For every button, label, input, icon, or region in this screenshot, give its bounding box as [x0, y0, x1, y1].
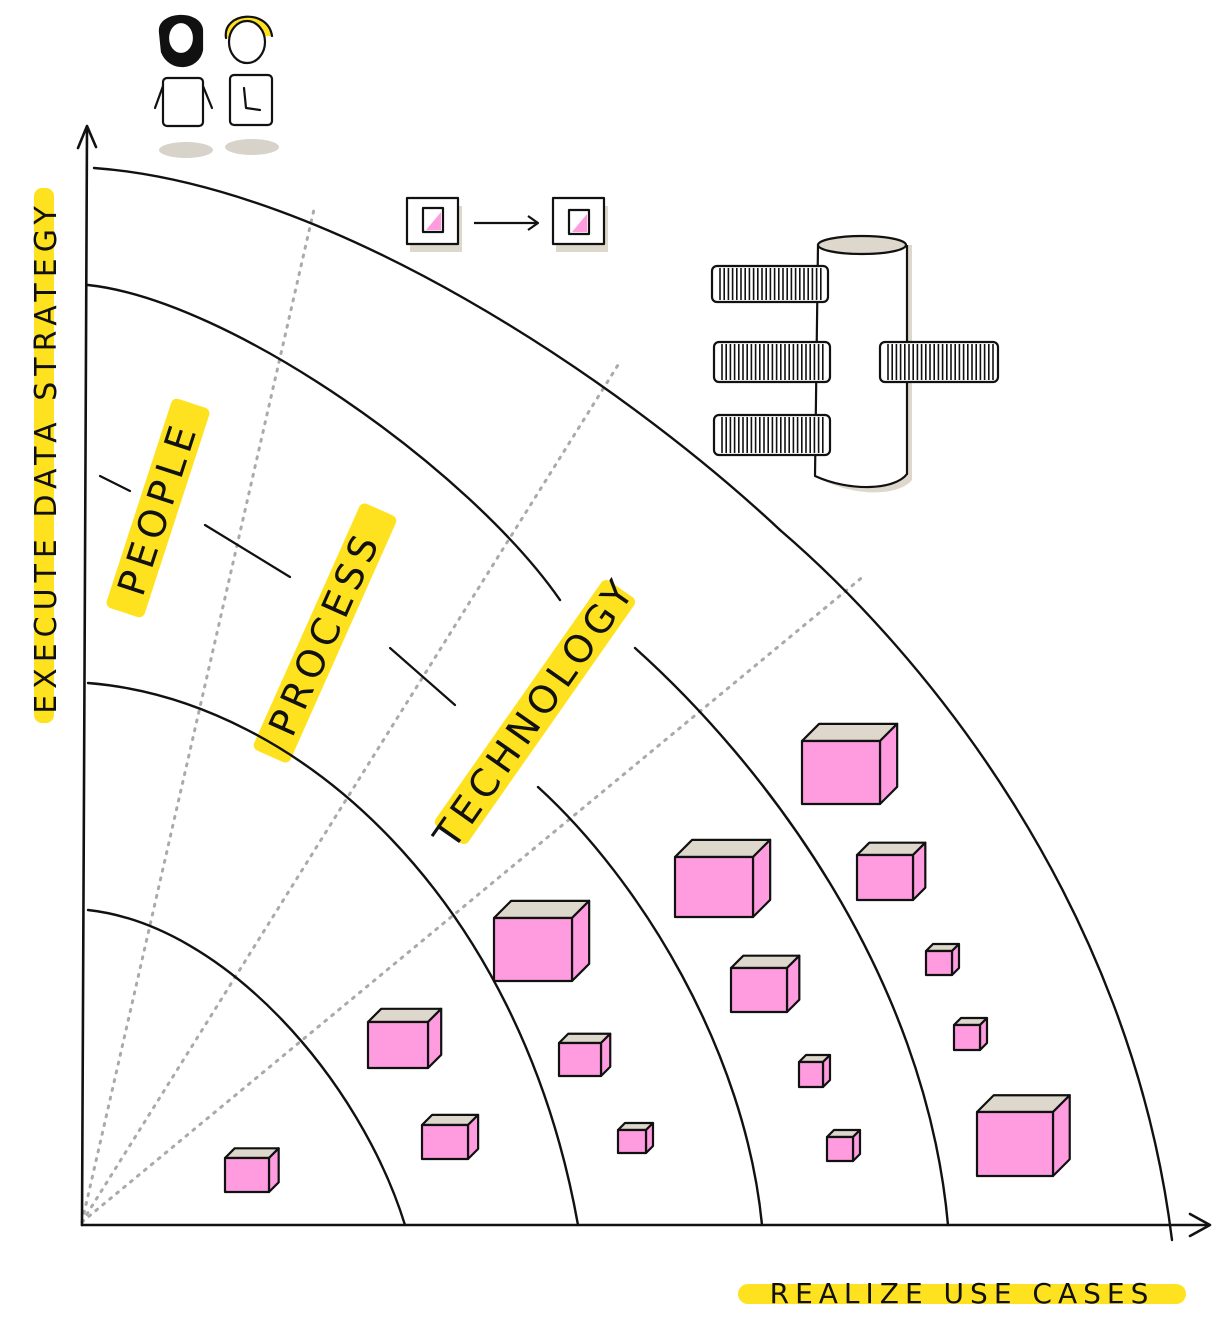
pink-cube-icon: [729, 954, 801, 1014]
people-highlight: [106, 398, 210, 618]
database-cylinder-with-connectors-icon: [710, 234, 1000, 493]
person-arm: [153, 84, 165, 110]
separator: [203, 523, 292, 579]
pink-cube-icon: [797, 1053, 832, 1089]
technology-label: TECHNOLOGY: [424, 568, 645, 857]
pink-cube-icon: [855, 841, 927, 902]
pink-cube-icon: [223, 1147, 280, 1194]
y-axis-arrowhead: [76, 124, 98, 150]
shadow: [159, 142, 213, 158]
pink-cube-icon: [366, 1007, 443, 1070]
source-fill: [426, 212, 441, 230]
connector-tube: [710, 264, 830, 304]
connector-tube: [878, 340, 1000, 384]
person-face: [227, 19, 267, 65]
two-people-icon: [153, 14, 279, 158]
radial-guide: [80, 203, 317, 1224]
arc-1: [86, 908, 407, 1227]
separator: [388, 646, 457, 707]
y-axis-highlight: [34, 188, 54, 723]
axes: [76, 124, 1212, 1238]
label-separators: [98, 474, 457, 707]
separator: [98, 474, 132, 493]
arc-4a: [92, 166, 782, 532]
radial-guide: [80, 363, 620, 1224]
person-face: [166, 20, 196, 56]
pink-cube-icon: [825, 1128, 862, 1163]
cylinder-top: [816, 234, 908, 256]
shadow: [225, 139, 279, 155]
target-fill: [572, 214, 587, 232]
radial-guide: [80, 573, 867, 1224]
arc-3b: [536, 785, 764, 1227]
arc-5: [778, 528, 1174, 1242]
use-case-cubes: [223, 722, 1071, 1194]
process-highlight: [253, 503, 397, 763]
pink-cube-icon: [924, 942, 961, 977]
pink-cube-icon: [673, 838, 772, 919]
pink-cube-icon: [492, 899, 591, 983]
person-body: [161, 76, 205, 128]
technology-highlight: [434, 580, 636, 844]
label-highlights: [34, 188, 1186, 1304]
process-label: PROCESS: [260, 524, 390, 743]
pink-cube-icon: [616, 1121, 655, 1155]
arc-3a: [86, 283, 562, 602]
x-axis-highlight: [738, 1284, 1186, 1304]
concentric-arcs: [86, 166, 1174, 1242]
y-axis-label: EXECUTE DATA STRATEGY: [29, 200, 64, 714]
cylinder-body: [813, 244, 909, 489]
connectors: [710, 264, 1000, 457]
person-body: [228, 73, 274, 127]
pink-cube-icon: [557, 1032, 612, 1078]
radial-guides: [80, 203, 867, 1224]
pink-cube-icon: [800, 722, 899, 806]
x-axis-arrowhead: [1188, 1212, 1212, 1238]
arrow-head: [527, 215, 540, 231]
target-box: [551, 196, 606, 246]
person-collar: [242, 86, 262, 112]
connector-tube: [712, 340, 832, 384]
box-to-box-arrow-icon: [405, 196, 608, 252]
arc-2: [86, 681, 580, 1227]
person-arm: [201, 84, 214, 110]
pink-cube-icon: [420, 1113, 480, 1161]
arc-4b: [633, 646, 950, 1227]
pink-cube-icon: [975, 1094, 1071, 1178]
y-axis: [80, 126, 89, 1227]
pink-cube-icon: [952, 1016, 989, 1052]
connector-tube: [712, 413, 832, 457]
x-axis-label: REALIZE USE CASES: [770, 1277, 1155, 1310]
people-label: PEOPLE: [109, 415, 207, 601]
